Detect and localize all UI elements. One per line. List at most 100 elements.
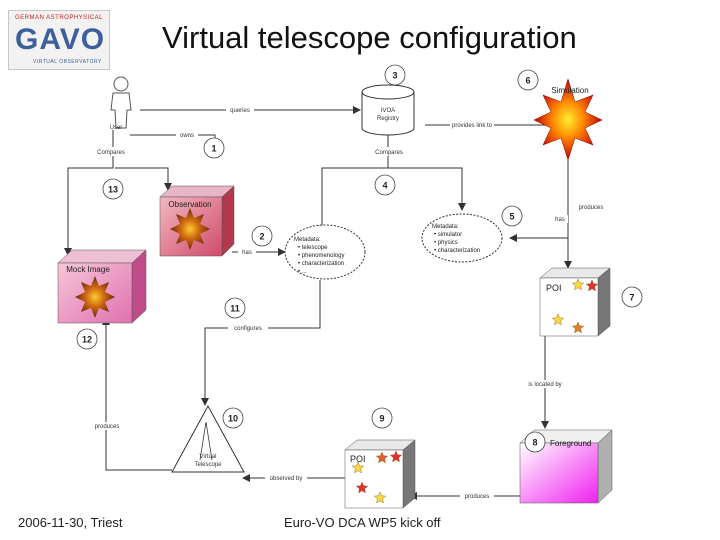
star-icon	[375, 451, 389, 464]
metadata-item: • characterization	[434, 248, 480, 254]
label-produces-right: produces	[579, 205, 604, 211]
metadata-right-items: • simulator• physics• characterization	[434, 232, 480, 254]
label-is-located-by: is located by	[528, 382, 561, 388]
star-icon	[373, 491, 387, 504]
mock-image-cube-side	[131, 249, 147, 324]
star-icon	[551, 313, 565, 326]
database-icon	[361, 84, 415, 136]
step-marker-10: 10	[222, 407, 244, 429]
label-compares-left: Compares	[97, 150, 125, 156]
step-marker-4: 4	[374, 174, 396, 196]
metadata-item: • phenomenology	[298, 253, 344, 259]
step-circle	[501, 205, 523, 227]
user-label: User	[110, 125, 123, 131]
observation-label: Observation	[168, 200, 211, 209]
observation-node: Observation	[159, 185, 235, 257]
simulation-label: Simulation	[551, 86, 588, 95]
metadata-left-title: Metadata:	[294, 237, 321, 243]
star-icon	[351, 461, 365, 474]
foreground-cube-side	[597, 429, 613, 504]
simulation-node: Simulation	[533, 78, 603, 161]
poi-right-node: POI	[539, 267, 611, 337]
metadata-item: • ...	[298, 269, 307, 275]
step-circle	[374, 174, 396, 196]
step-number: 6	[525, 76, 530, 86]
telescope-tent-icon	[171, 404, 245, 473]
step-circle	[384, 64, 406, 86]
user-node: User	[110, 76, 132, 131]
mock-image-node: Mock Image	[57, 249, 147, 324]
cloud-right-shape	[421, 213, 503, 263]
observation-blob-icon	[170, 208, 210, 250]
cloud-left-shape	[284, 224, 366, 280]
step-marker-9: 9	[371, 407, 393, 429]
metadata-item: • telescope	[298, 245, 328, 251]
star-icon	[571, 321, 585, 334]
metadata-right-cloud: Metadata: • simulator• physics• characte…	[421, 213, 503, 263]
poi-right-label: POI	[546, 283, 562, 293]
logo-wordmark: GAVO	[15, 23, 106, 56]
telescope-label-1: Virtual	[200, 454, 217, 460]
metadata-left-cloud: Metadata: • telescope • phenomenology • ch…	[284, 224, 366, 280]
step-number: 5	[509, 212, 514, 222]
foreground-cube-front	[519, 442, 599, 504]
edge-label-boxes	[90, 106, 608, 500]
label-produces-left: produces	[95, 424, 120, 430]
gavo-logo: GERMAN ASTROPHYSICAL GAVO VIRTUAL OBSERV…	[8, 10, 110, 70]
label-produces-bottom: produces	[465, 494, 490, 500]
step-marker-5: 5	[501, 205, 523, 227]
step-circle	[224, 297, 246, 319]
poi-right-cube-side	[597, 267, 611, 337]
metadata-item: • characterization	[298, 261, 344, 267]
step-circle	[76, 328, 98, 350]
poi-right-stars	[551, 278, 599, 334]
edge-telescope-produces-mock	[102, 317, 172, 471]
footer-date-location: 2006-11-30, Triest	[18, 515, 123, 530]
step-number: 10	[228, 414, 238, 424]
label-queries: queries	[230, 108, 250, 114]
step-number: 9	[379, 414, 384, 424]
footer-event: Euro-VO DCA WP5 kick off	[284, 515, 441, 530]
step-circle	[621, 286, 643, 308]
telescope-inner-outline	[199, 421, 213, 461]
step-marker-2: 2	[251, 225, 273, 247]
metadata-item: • simulator	[434, 232, 462, 238]
step-circle	[222, 407, 244, 429]
step-circle	[371, 407, 393, 429]
simulation-star-icon	[533, 78, 603, 161]
step-marker-11: 11	[224, 297, 246, 319]
edge-labels: queries provides link to owns Compares C…	[95, 108, 604, 500]
step-circle	[251, 225, 273, 247]
step-marker-3: 3	[384, 64, 406, 86]
metadata-right-title: Metadata:	[432, 224, 459, 230]
step-number: 12	[82, 335, 92, 345]
telescope-label-2: Telescope	[194, 462, 222, 468]
mock-image-label: Mock Image	[66, 265, 110, 274]
observation-cube-side	[221, 185, 235, 257]
metadata-left-items: • telescope • phenomenology • characteriza…	[298, 245, 344, 275]
step-marker-13: 13	[102, 178, 124, 200]
registry-label-2: Registry	[377, 116, 399, 122]
mock-image-blob-icon	[75, 276, 115, 318]
user-icon	[110, 76, 132, 129]
edge-configures-telescope	[201, 280, 321, 406]
poi-bottom-label: POI	[350, 454, 366, 464]
registry-node: IVOA Registry	[361, 84, 415, 136]
label-provides-link-to: provides link to	[452, 123, 493, 129]
step-number: 2	[259, 232, 264, 242]
step-number: 7	[629, 293, 634, 303]
step-circle	[203, 137, 225, 159]
step-number: 1	[211, 144, 216, 154]
registry-label-1: IVOA	[381, 108, 395, 114]
step-number: 11	[230, 304, 240, 314]
star-icon	[585, 279, 599, 292]
edge-compares-metadata-right	[388, 167, 466, 211]
label-has-left: has	[242, 250, 252, 256]
step-number: 8	[532, 438, 537, 448]
edge-user-owns	[130, 134, 216, 155]
step-marker-7: 7	[621, 286, 643, 308]
star-icon	[389, 450, 403, 463]
logo-bottom-text: VIRTUAL OBSERVATORY	[33, 59, 102, 65]
